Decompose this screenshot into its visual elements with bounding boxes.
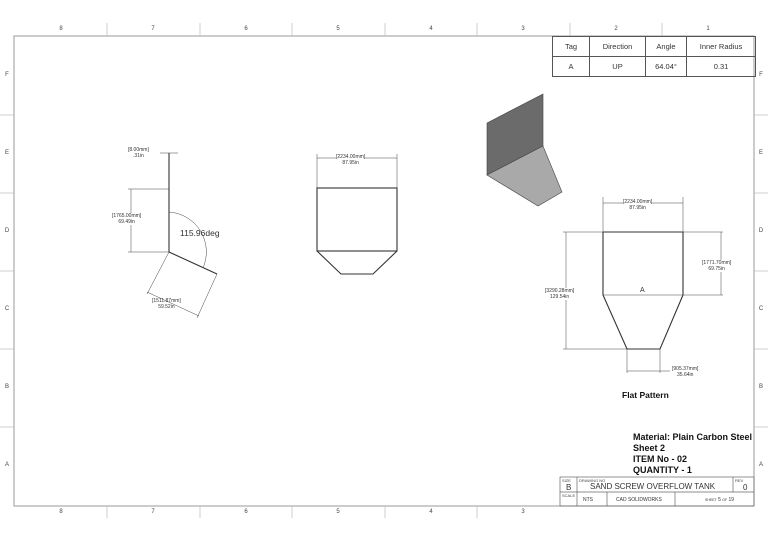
- bend-line-tag: A: [640, 287, 645, 294]
- zone-label-side: D: [758, 228, 764, 234]
- zone-label-top: 2: [614, 26, 618, 32]
- sheet-note: Sheet 2: [633, 443, 666, 453]
- of-label: OF: [722, 498, 728, 502]
- dim-in: 87.95in: [342, 160, 359, 166]
- dim-mm: [2234.00mm]: [623, 199, 653, 205]
- rev-label: REV: [735, 478, 744, 483]
- bend-table: Tag Direction Angle Inner Radius A UP 64…: [552, 36, 756, 77]
- dim-thickness: [8.00mm] .31in: [128, 147, 149, 159]
- dim-flat-upper: [1771.70mm] 69.75in: [702, 260, 732, 272]
- size-label: SIZE: [562, 478, 571, 483]
- dim-in: 69.75in: [708, 266, 725, 272]
- sheet-number: 5: [718, 497, 721, 503]
- quantity-note: QUANTITY - 1: [633, 465, 692, 475]
- scale-value: NTS: [583, 497, 593, 503]
- dim-mm: [3290.28mm]: [545, 288, 575, 294]
- dim-in: 59.52in: [158, 304, 175, 310]
- dim-mm: [1771.70mm]: [702, 260, 732, 266]
- dim-mm: [2234.00mm]: [336, 154, 366, 160]
- zone-label-top: 1: [706, 26, 710, 32]
- dim-mm: [905.37mm]: [672, 366, 699, 372]
- zone-label-top: 7: [151, 26, 155, 32]
- dim-in: 35.64in: [677, 372, 694, 378]
- zone-label-side: F: [759, 72, 763, 78]
- table-row: A UP 64.04° 0.31: [552, 56, 756, 77]
- sheet-total: 19: [728, 497, 735, 503]
- zone-label-side: C: [758, 306, 764, 312]
- zone-label-side: F: [5, 72, 9, 78]
- bend-direction: UP: [589, 56, 646, 77]
- scale-label: SCALE: [562, 493, 576, 498]
- bend-table-header: Angle: [645, 36, 687, 57]
- item-note: ITEM No - 02: [633, 454, 688, 464]
- drawing-notes: Material: Plain Carbon Steel Sheet 2 ITE…: [633, 432, 752, 476]
- bend-tag: A: [552, 56, 590, 77]
- side-view-geometry: [168, 153, 218, 275]
- zone-label-bottom: 5: [336, 509, 340, 515]
- zone-label-bottom: 8: [59, 509, 63, 515]
- zone-label-top: 6: [244, 26, 248, 32]
- dim-in: 69.49in: [118, 219, 135, 225]
- bend-angle-label: 115.96deg: [180, 228, 220, 238]
- flat-pattern-label: Flat Pattern: [622, 390, 669, 400]
- zone-label-side: E: [758, 150, 763, 156]
- size-value: B: [566, 483, 572, 492]
- zone-label-top: 3: [521, 26, 525, 32]
- bend-table-header: Inner Radius: [686, 36, 756, 57]
- dim-front-width: [2234.00mm] 87.95in: [336, 154, 366, 166]
- zone-label-bottom: 6: [244, 509, 248, 515]
- dim-mm: [1765.00mm]: [112, 213, 142, 219]
- zone-label-side: C: [4, 306, 10, 312]
- zone-label-side: D: [4, 228, 10, 234]
- dim-in: .31in: [133, 153, 144, 159]
- zone-label-bottom: 4: [429, 509, 433, 515]
- dim-mm: [8.00mm]: [128, 147, 149, 153]
- zone-label-side: A: [4, 462, 9, 468]
- front-view-geometry: [316, 187, 398, 275]
- dim-in: 129.54in: [550, 294, 570, 300]
- isometric-view: [486, 93, 563, 207]
- drawing-number: SAND SCREW OVERFLOW TANK: [590, 482, 716, 491]
- bend-table-header: Direction: [589, 36, 646, 57]
- rev-value: 0: [743, 483, 748, 492]
- bend-table-header: Tag: [552, 36, 590, 57]
- dim-flat-total: [3290.28mm] 129.54in: [545, 288, 575, 300]
- sheet-label: SHEET: [705, 498, 717, 502]
- bend-inner-radius: 0.31: [686, 56, 756, 77]
- material-note: Material: Plain Carbon Steel: [633, 432, 753, 442]
- zone-label-side: E: [4, 150, 9, 156]
- dim-flat-width: [2234.00mm] 87.95in: [623, 199, 653, 211]
- sheet-count: SHEET 5 OF 19: [705, 497, 734, 503]
- zone-label-side: B: [758, 384, 763, 390]
- dim-flange: [1511.87mm] 59.52in: [152, 298, 181, 310]
- dwg-no-label: DRAWING NO: [579, 478, 606, 483]
- dim-mm: [1511.87mm]: [152, 298, 181, 304]
- zone-label-top: 8: [59, 26, 63, 32]
- zone-label-top: 5: [336, 26, 340, 32]
- zone-label-bottom: 7: [151, 509, 155, 515]
- bend-angle: 64.04°: [645, 56, 687, 77]
- zone-label-top: 4: [429, 26, 433, 32]
- zone-label-side: B: [4, 384, 9, 390]
- dim-in: 87.95in: [629, 205, 646, 211]
- dim-height: [1765.00mm] 69.49in: [112, 213, 142, 225]
- dim-flat-bottom: [905.37mm] 35.64in: [672, 366, 698, 378]
- cad-label: CAD SOLIDWORKS: [616, 497, 662, 503]
- zone-label-side: A: [758, 462, 763, 468]
- zone-label-bottom: 3: [521, 509, 525, 515]
